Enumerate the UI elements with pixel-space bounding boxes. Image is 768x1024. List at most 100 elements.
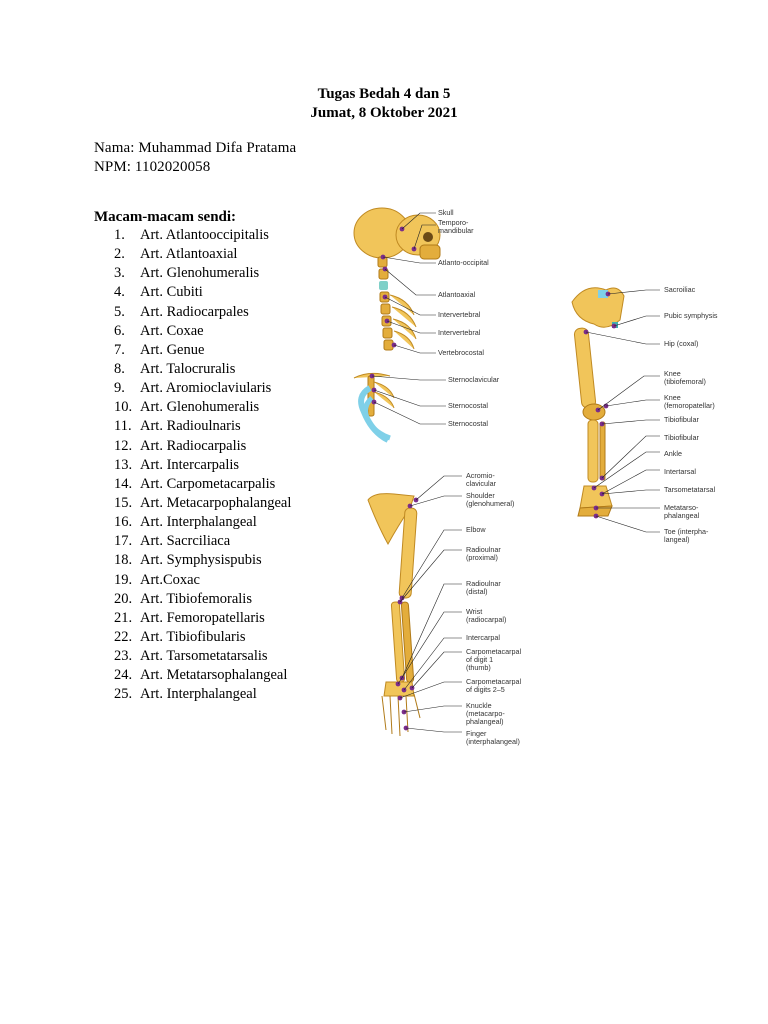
- list-item: 2.Art. Atlantoaxial: [114, 245, 291, 264]
- list-item: 8.Art. Talocruralis: [114, 360, 291, 379]
- label-sternocostal-1: Sternocostal: [448, 401, 488, 410]
- list-item: 1. Art. Atlantooccipitalis: [114, 226, 291, 245]
- list-item-label: Art. Coxae: [140, 322, 204, 339]
- list-item-label: Art. Sacrciliaca: [140, 533, 231, 550]
- list-item: 15. Art. Metacarpophalangeal: [114, 494, 291, 513]
- label-radioulnar-d-1: Radioulnar: [466, 579, 501, 588]
- list-item-number: 17.: [114, 533, 133, 550]
- list-item: 11.Art. Radioulnaris: [114, 417, 291, 436]
- list-item-label: Art. Femoropatellaris: [140, 609, 265, 626]
- label-tmj-1: Temporo-: [438, 218, 469, 227]
- label-knee-tf-1: Knee: [664, 369, 681, 378]
- figure-arm: Acromio- clavicular Shoulder (glenohumer…: [364, 468, 546, 750]
- list-item-label: Art. Radiocarpalis: [140, 437, 247, 454]
- list-item-number: 3.: [114, 265, 125, 282]
- leg-illustration: [571, 287, 625, 517]
- list-heading: Macam-macam sendi:: [94, 209, 237, 225]
- label-knee-tf-2: (tibiofemoral): [664, 377, 706, 386]
- list-item-number: 1.: [114, 227, 125, 243]
- figure-leg: Sacroiliac Pubic symphysis Hip (coxal) K…: [566, 280, 738, 550]
- label-metatarso-1: Metatarso-: [664, 503, 699, 512]
- list-item-label: Art. Atlantooccipitalis: [140, 227, 269, 243]
- list-item: 12. Art. Radiocarpalis: [114, 437, 291, 456]
- label-radioulnar-p-2: (proximal): [466, 553, 498, 562]
- list-item-label: Art. Metatarsophalangeal: [140, 667, 288, 684]
- list-item: 20.Art. Tibiofemoralis: [114, 590, 291, 609]
- list-item-number: 25.: [114, 686, 133, 703]
- label-hip: Hip (coxal): [664, 339, 698, 348]
- label-tibiofibular-2: Tibiofibular: [664, 433, 699, 442]
- list-item-label: Art. Genue: [140, 341, 205, 358]
- label-cmc25-2: of digits 2–5: [466, 685, 505, 694]
- label-knuckle-2: (metacarpo-: [466, 709, 505, 718]
- list-item-number: 15.: [114, 494, 133, 511]
- list-item-number: 12.: [114, 437, 133, 454]
- list-item: 13.Art. Intercarpalis: [114, 456, 291, 475]
- label-sacroiliac: Sacroiliac: [664, 285, 696, 294]
- list-item-number: 24.: [114, 667, 133, 684]
- list-item-number: 13.: [114, 456, 133, 473]
- list-item-label: Art. Interphalangeal: [140, 686, 257, 703]
- list-item: 23.Art. Tarsometatarsalis: [114, 647, 291, 666]
- list-item-number: 18.: [114, 552, 133, 569]
- list-item: 14.Art. Carpometacarpalis: [114, 475, 291, 494]
- list-item-label: Art. Tibiofibularis: [140, 628, 246, 645]
- list-item-label: Art. Tarsometatarsalis: [140, 648, 268, 665]
- label-cmc1-1: Carpometacarpal: [466, 647, 522, 656]
- list-item-label: Art. Glenohumeralis: [140, 265, 260, 282]
- label-acromio-2: clavicular: [466, 479, 497, 488]
- student-name: Nama: Muhammad Difa Pratama: [94, 140, 297, 156]
- label-wrist-1: Wrist: [466, 607, 482, 616]
- list-item-label: Art. Metacarpophalangeal: [140, 494, 292, 511]
- list-item-number: 5.: [114, 303, 125, 320]
- list-item: 5.Art. Radiocarpales: [114, 303, 291, 322]
- label-tmj-2: mandibular: [438, 226, 474, 235]
- list-item: 25. Art. Interphalangeal: [114, 685, 291, 704]
- list-item-number: 22.: [114, 628, 133, 645]
- list-item-label: Art. Symphysispubis: [140, 552, 262, 569]
- list-item: 17. Art. Sacrciliaca: [114, 532, 291, 551]
- list-item: 9.Art. Aromioclaviularis: [114, 379, 291, 398]
- label-tibiofibular-1: Tibiofibular: [664, 415, 699, 424]
- list-item-label: Art. Interphalangeal: [140, 514, 257, 531]
- list-item: 6.Art. Coxae: [114, 322, 291, 341]
- label-toe-2: langeal): [664, 535, 690, 544]
- label-cmc1-2: of digit 1: [466, 655, 493, 664]
- label-knee-fp-2: (femoropatellar): [664, 401, 715, 410]
- list-item-number: 11.: [114, 418, 132, 435]
- label-ankle: Ankle: [664, 449, 682, 458]
- label-knuckle-1: Knuckle: [466, 701, 492, 710]
- label-cmc1-3: (thumb): [466, 663, 491, 672]
- label-elbow: Elbow: [466, 525, 486, 534]
- label-shoulder-1: Shoulder: [466, 491, 495, 500]
- label-intervertebral-1: Intervertebral: [438, 310, 481, 319]
- list-item: 16.Art. Interphalangeal: [114, 513, 291, 532]
- label-cmc25-1: Carpometacarpal: [466, 677, 522, 686]
- list-item: 10.Art. Glenohumeralis: [114, 398, 291, 417]
- label-finger-1: Finger: [466, 729, 487, 738]
- label-intertarsal: Intertarsal: [664, 467, 696, 476]
- label-intervertebral-2: Intervertebral: [438, 328, 481, 337]
- label-shoulder-2: (glenohumeral): [466, 499, 514, 508]
- list-item-number: 21.: [114, 609, 133, 626]
- joint-list: 1. Art. Atlantooccipitalis 2.Art. Atlantoa…: [114, 226, 291, 705]
- list-item-label: Art. Tibiofemoralis: [140, 590, 252, 607]
- label-vertebrocostal: Vertebrocostal: [438, 348, 484, 357]
- student-npm: NPM: 1102020058: [94, 159, 211, 175]
- label-wrist-2: (radiocarpal): [466, 615, 506, 624]
- label-toe-1: Toe (interpha-: [664, 527, 709, 536]
- list-item-number: 2.: [114, 246, 125, 263]
- list-item-number: 8.: [114, 360, 125, 377]
- label-metatarso-2: phalangeal: [664, 511, 700, 520]
- list-item-label: Art.Coxac: [140, 571, 200, 588]
- list-item: 21. Art. Femoropatellaris: [114, 609, 291, 628]
- label-sternoclavicular: Sternoclavicular: [448, 375, 500, 384]
- list-item-label: Art. Aromioclaviularis: [140, 380, 272, 397]
- list-item: 3. Art. Glenohumeralis: [114, 264, 291, 283]
- list-item-number: 19.: [114, 571, 133, 588]
- label-radioulnar-d-2: (distal): [466, 587, 488, 596]
- list-item: 22. Art. Tibiofibularis: [114, 628, 291, 647]
- list-item-label: Art. Glenohumeralis: [140, 399, 260, 416]
- list-item-number: 7.: [114, 341, 125, 358]
- ribcage-illustration: [353, 372, 395, 443]
